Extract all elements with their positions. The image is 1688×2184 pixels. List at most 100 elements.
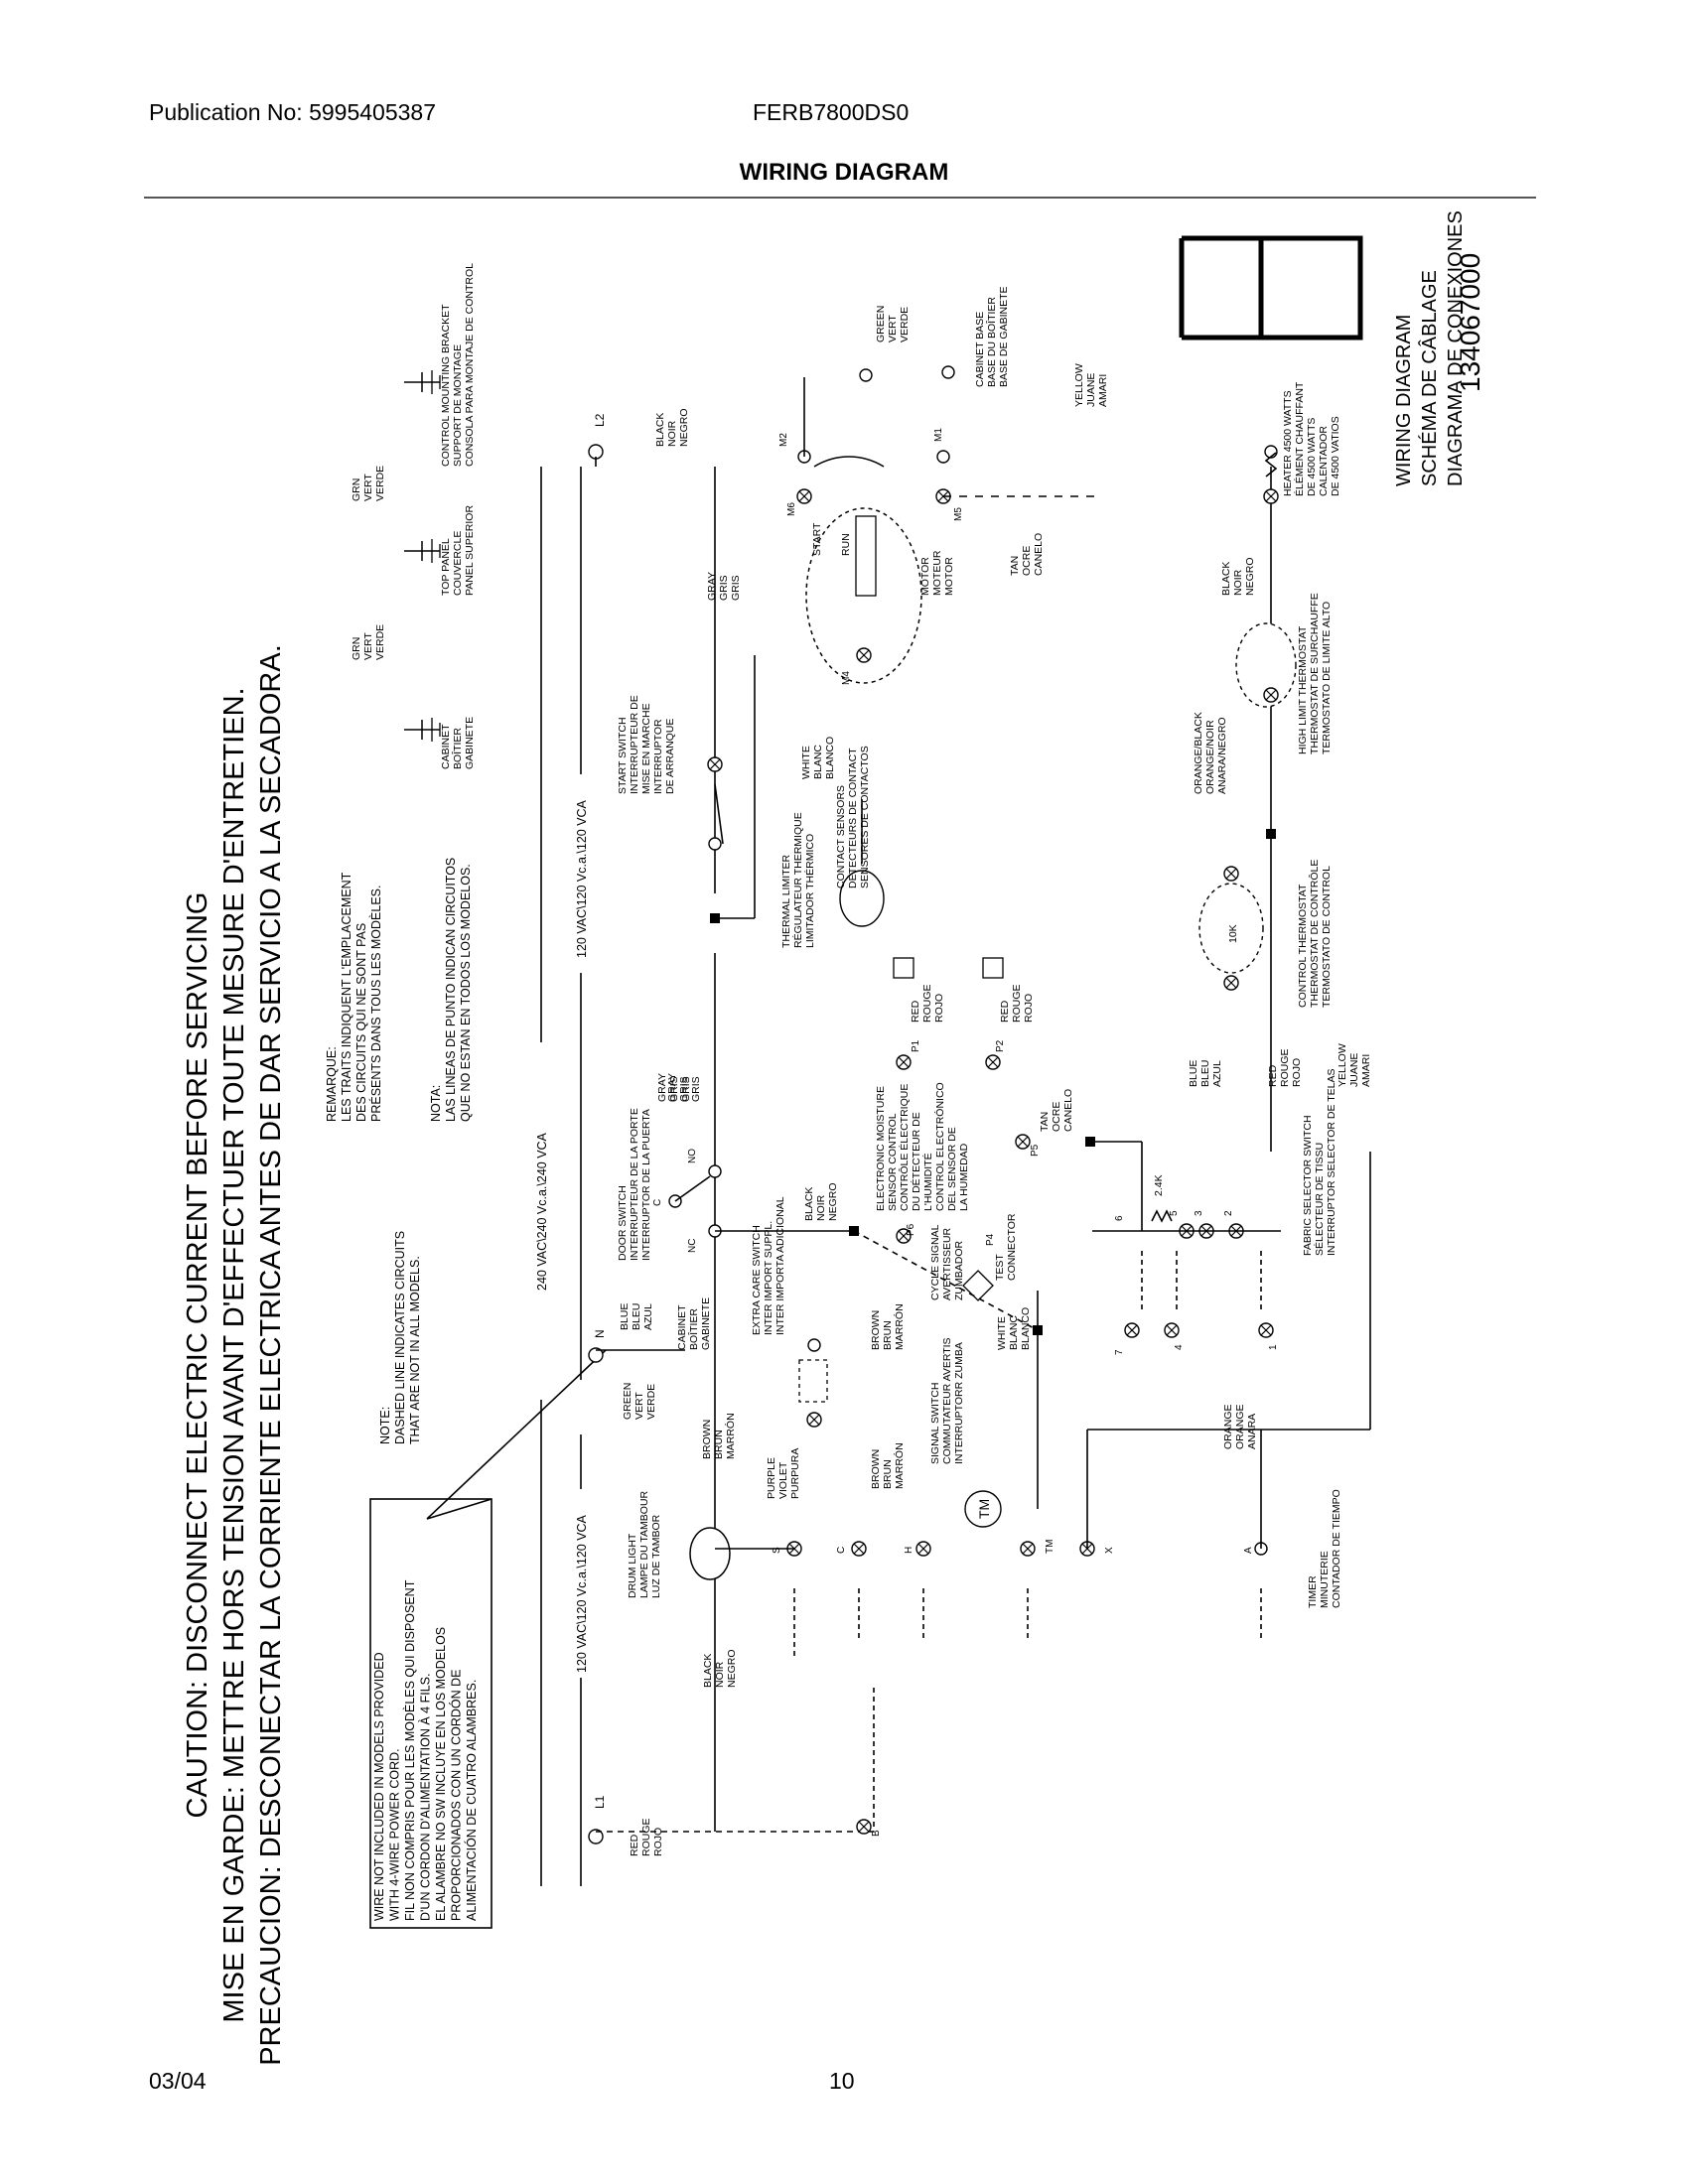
wire-label-blue-1-line: BLEU: [631, 1303, 642, 1330]
wire-label-black-3-line: NOIR: [815, 1194, 827, 1221]
label-resistor-line: 2.4K: [1153, 1174, 1165, 1196]
fabric-terminal-7: [1124, 1322, 1140, 1338]
label-drum-light-line: DRUM LIGHT: [627, 1533, 638, 1598]
label-top-panel-line: TOP PANEL: [440, 538, 452, 596]
wire-label-red-3-line: ROJO: [1023, 994, 1035, 1023]
wire-label-brown-3-line: BROWN: [870, 1449, 882, 1489]
cabinet-base-terminal: [941, 365, 955, 379]
terminal-cross: [1022, 1543, 1034, 1555]
label-p6: P6: [906, 1223, 916, 1236]
label-fabric-2-line: 2: [1223, 1210, 1234, 1216]
wire-label-brown-1-line: BROWN: [701, 1420, 713, 1459]
note-spanish-line: NOTA:: [429, 1085, 443, 1122]
wire-label-orange-black-line: ANARA/NEGRO: [1216, 717, 1228, 794]
terminal-cross: [858, 1821, 870, 1833]
terminal-n: [588, 1347, 604, 1363]
label-cabinet-2-line: BOÎTIER: [687, 1308, 700, 1350]
label-timer-c: C: [836, 1547, 847, 1554]
label-start-switch-line: INTERRUPTOR: [652, 719, 664, 794]
label-door-no-line: NO: [687, 1149, 698, 1163]
wire-label-orange-line: ORANGE: [1234, 1404, 1246, 1449]
wire-label-gray-2-line: GRIS: [730, 575, 742, 601]
test-connector-icon: [962, 1270, 994, 1301]
terminal-cross: [1017, 1136, 1029, 1148]
terminal-p2: [985, 1054, 1001, 1070]
side-title-line: WIRING DIAGRAM: [1393, 315, 1415, 486]
terminal-cross: [1265, 689, 1277, 701]
header-divider: [144, 197, 1536, 199]
terminal-cross: [987, 1056, 999, 1068]
label-l2-line: L2: [593, 413, 607, 427]
label-p6-line: P6: [906, 1223, 916, 1236]
voltage-120-right-line: 120 VAC\120 Vc.a.\120 VCA: [575, 799, 589, 958]
fabric-terminal-4: [1164, 1322, 1180, 1338]
label-door-switch-line: INTERRUPTEUR DE LA PORTE: [629, 1108, 640, 1261]
door-switch-contact: [674, 1175, 711, 1202]
label-motor-line: MOTOR: [943, 557, 955, 596]
wire-label-green-2-line: VERDE: [899, 307, 911, 342]
wire-label-yellow-1-line: AMARI: [1097, 374, 1109, 407]
timer-terminal-h: [915, 1541, 931, 1557]
wire-label-black-4-line: NOIR: [1232, 569, 1244, 596]
label-high-limit-line: THERMOSTAT DE SURCHAUFFE: [1309, 593, 1321, 754]
terminal-cross: [709, 758, 721, 770]
terminal-cross: [1126, 1324, 1138, 1336]
caution-spanish: PRECAUCION: DESCONECTAR LA CORRIENTE ELE…: [255, 644, 287, 2066]
label-l2: L2: [593, 413, 607, 427]
page-title: WIRING DIAGRAM: [739, 159, 949, 186]
label-timer-a: A: [1243, 1547, 1254, 1554]
wire-label-brown-2-line: BRUN: [882, 1320, 894, 1350]
caution-french: MISE EN GARDE: METTRE HORS TENSION AVANT…: [218, 687, 250, 2022]
label-m4-line: M4: [841, 671, 852, 685]
label-timer-tm-line: TM: [1045, 1540, 1055, 1554]
extra-care-switch-icon: [798, 1359, 828, 1403]
wire-label-brown-1-line: MARRÓN: [724, 1413, 737, 1459]
wire-label-gray-2-line: GRIS: [718, 575, 730, 601]
label-timer-tm: TM: [1045, 1540, 1055, 1554]
terminal-m4: [856, 647, 872, 663]
label-cabinet-base-line: BASE DU BOÎTIER: [985, 297, 998, 387]
label-thermistor: 10K: [1227, 924, 1239, 943]
wire-note-text-line: WITH 4-WIRE POWER CORD.: [388, 1748, 402, 1921]
wire-label-tan-2-line: CANELO: [1062, 1089, 1074, 1132]
wire-note-text-line: EL ALAMBRE NO SW INCLUYE EN LOS MODELOS: [434, 1627, 448, 1921]
note-spanish-line: QUE NO ESTAN EN TODOS LOS MODELOS.: [459, 864, 473, 1122]
label-cycle-signal-line: AVERTISSEUR: [941, 1227, 953, 1300]
wire-label-red-4-line: ROUGE: [1279, 1048, 1291, 1087]
label-start-switch-line: DE ARRANQUE: [664, 719, 676, 794]
wire-label-green-2-line: GREEN: [875, 306, 887, 342]
label-timer-line: TIMER: [1307, 1575, 1319, 1608]
voltage-240-line: 240 VAC\240 Vc.a.\240 VCA: [535, 1132, 549, 1291]
terminal-m6: [796, 488, 812, 504]
wire-label-black-2-line: NOIR: [666, 420, 678, 447]
label-timer-b-line: B: [871, 1830, 882, 1837]
wire-label-white-1-line: BLANC: [812, 745, 824, 779]
wire-label-yellow-1-line: YELLOW: [1073, 363, 1085, 407]
wire-label-white-2-line: BLANC: [1008, 1315, 1020, 1350]
label-door-no: NO: [687, 1149, 698, 1163]
terminal-l2: [588, 444, 604, 460]
label-drum-light-line: LAMPE DU TAMBOUR: [638, 1490, 650, 1598]
label-motor-start-line: START: [811, 522, 823, 556]
label-timer-x-line: X: [1104, 1547, 1115, 1554]
start-switch-blade: [714, 783, 724, 845]
terminal-cross: [1265, 490, 1277, 502]
terminal-p1: [896, 1054, 912, 1070]
high-limit-terminal: [1263, 687, 1279, 703]
wire-label-red-2-line: RED: [910, 1000, 921, 1023]
wire-label-blue-2-line: BLUE: [1188, 1060, 1199, 1087]
revision-letter-frame: [1182, 235, 1363, 341]
